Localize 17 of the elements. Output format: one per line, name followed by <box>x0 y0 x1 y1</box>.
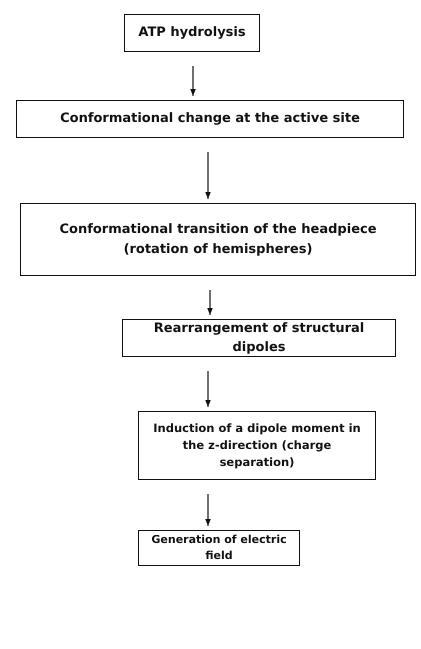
arrow <box>205 152 211 199</box>
process-box <box>20 203 416 276</box>
box-text: Generation of electric field <box>150 532 288 564</box>
box-text: Conformational transition of the headpiece (rotation of hemispheres) <box>58 221 378 258</box>
box-text: ATP hydrolysis <box>138 24 246 42</box>
arrow <box>205 371 211 407</box>
box-text: Induction of a dipole moment in the z-direction (charge separation) <box>152 420 362 472</box>
box-text: Rearrangement of structural dipoles <box>152 320 366 357</box>
process-box <box>16 100 404 138</box>
process-box <box>138 530 300 566</box>
arrow <box>190 66 196 96</box>
box-text: Conformational change at the active site <box>60 110 360 128</box>
arrow <box>207 290 213 315</box>
arrow <box>205 494 211 526</box>
process-box <box>122 319 396 357</box>
process-box <box>138 411 376 480</box>
process-box <box>124 14 260 52</box>
